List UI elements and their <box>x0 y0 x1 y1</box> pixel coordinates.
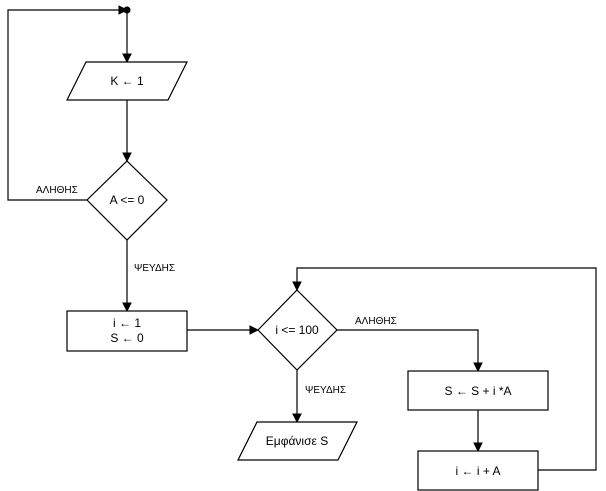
output-s-text: Εμφάνισε S <box>266 434 328 448</box>
process-init-line2: S ← 0 <box>110 331 144 345</box>
edge-a-true-loop <box>7 9 119 201</box>
output-s-shape <box>237 421 358 461</box>
process-inc-text: i ← i + A <box>455 464 500 478</box>
arrowhead <box>473 442 483 453</box>
a-true-label: ΑΛΗΘΗΣ <box>36 185 78 196</box>
process-sum-text: S ← S + i *A <box>444 384 511 398</box>
i-false-label: ΨΕΥΔΗΣ <box>305 385 346 396</box>
input-k-shape <box>66 61 188 101</box>
a-false-label: ΨΕΥΔΗΣ <box>134 263 175 274</box>
arrowhead <box>292 413 302 424</box>
process-init-shape <box>66 310 188 352</box>
input-k-text: K ← 1 <box>110 74 144 88</box>
arrowhead <box>249 325 260 335</box>
arrowhead <box>122 152 132 163</box>
process-inc-shape <box>417 450 539 491</box>
arrowhead <box>473 362 483 373</box>
arrowhead <box>292 281 302 292</box>
edge-i-true-to-sum <box>337 329 479 363</box>
decision-i-text: i <= 100 <box>275 323 319 337</box>
arrowhead <box>122 302 132 313</box>
arrowhead <box>122 53 132 64</box>
edge-inc-loop <box>296 267 597 471</box>
process-init-line1: i ← 1 <box>113 316 141 330</box>
arrowhead <box>118 5 129 15</box>
i-true-label: ΑΛΗΘΗΣ <box>355 316 397 327</box>
decision-a-text: A <= 0 <box>110 193 145 207</box>
